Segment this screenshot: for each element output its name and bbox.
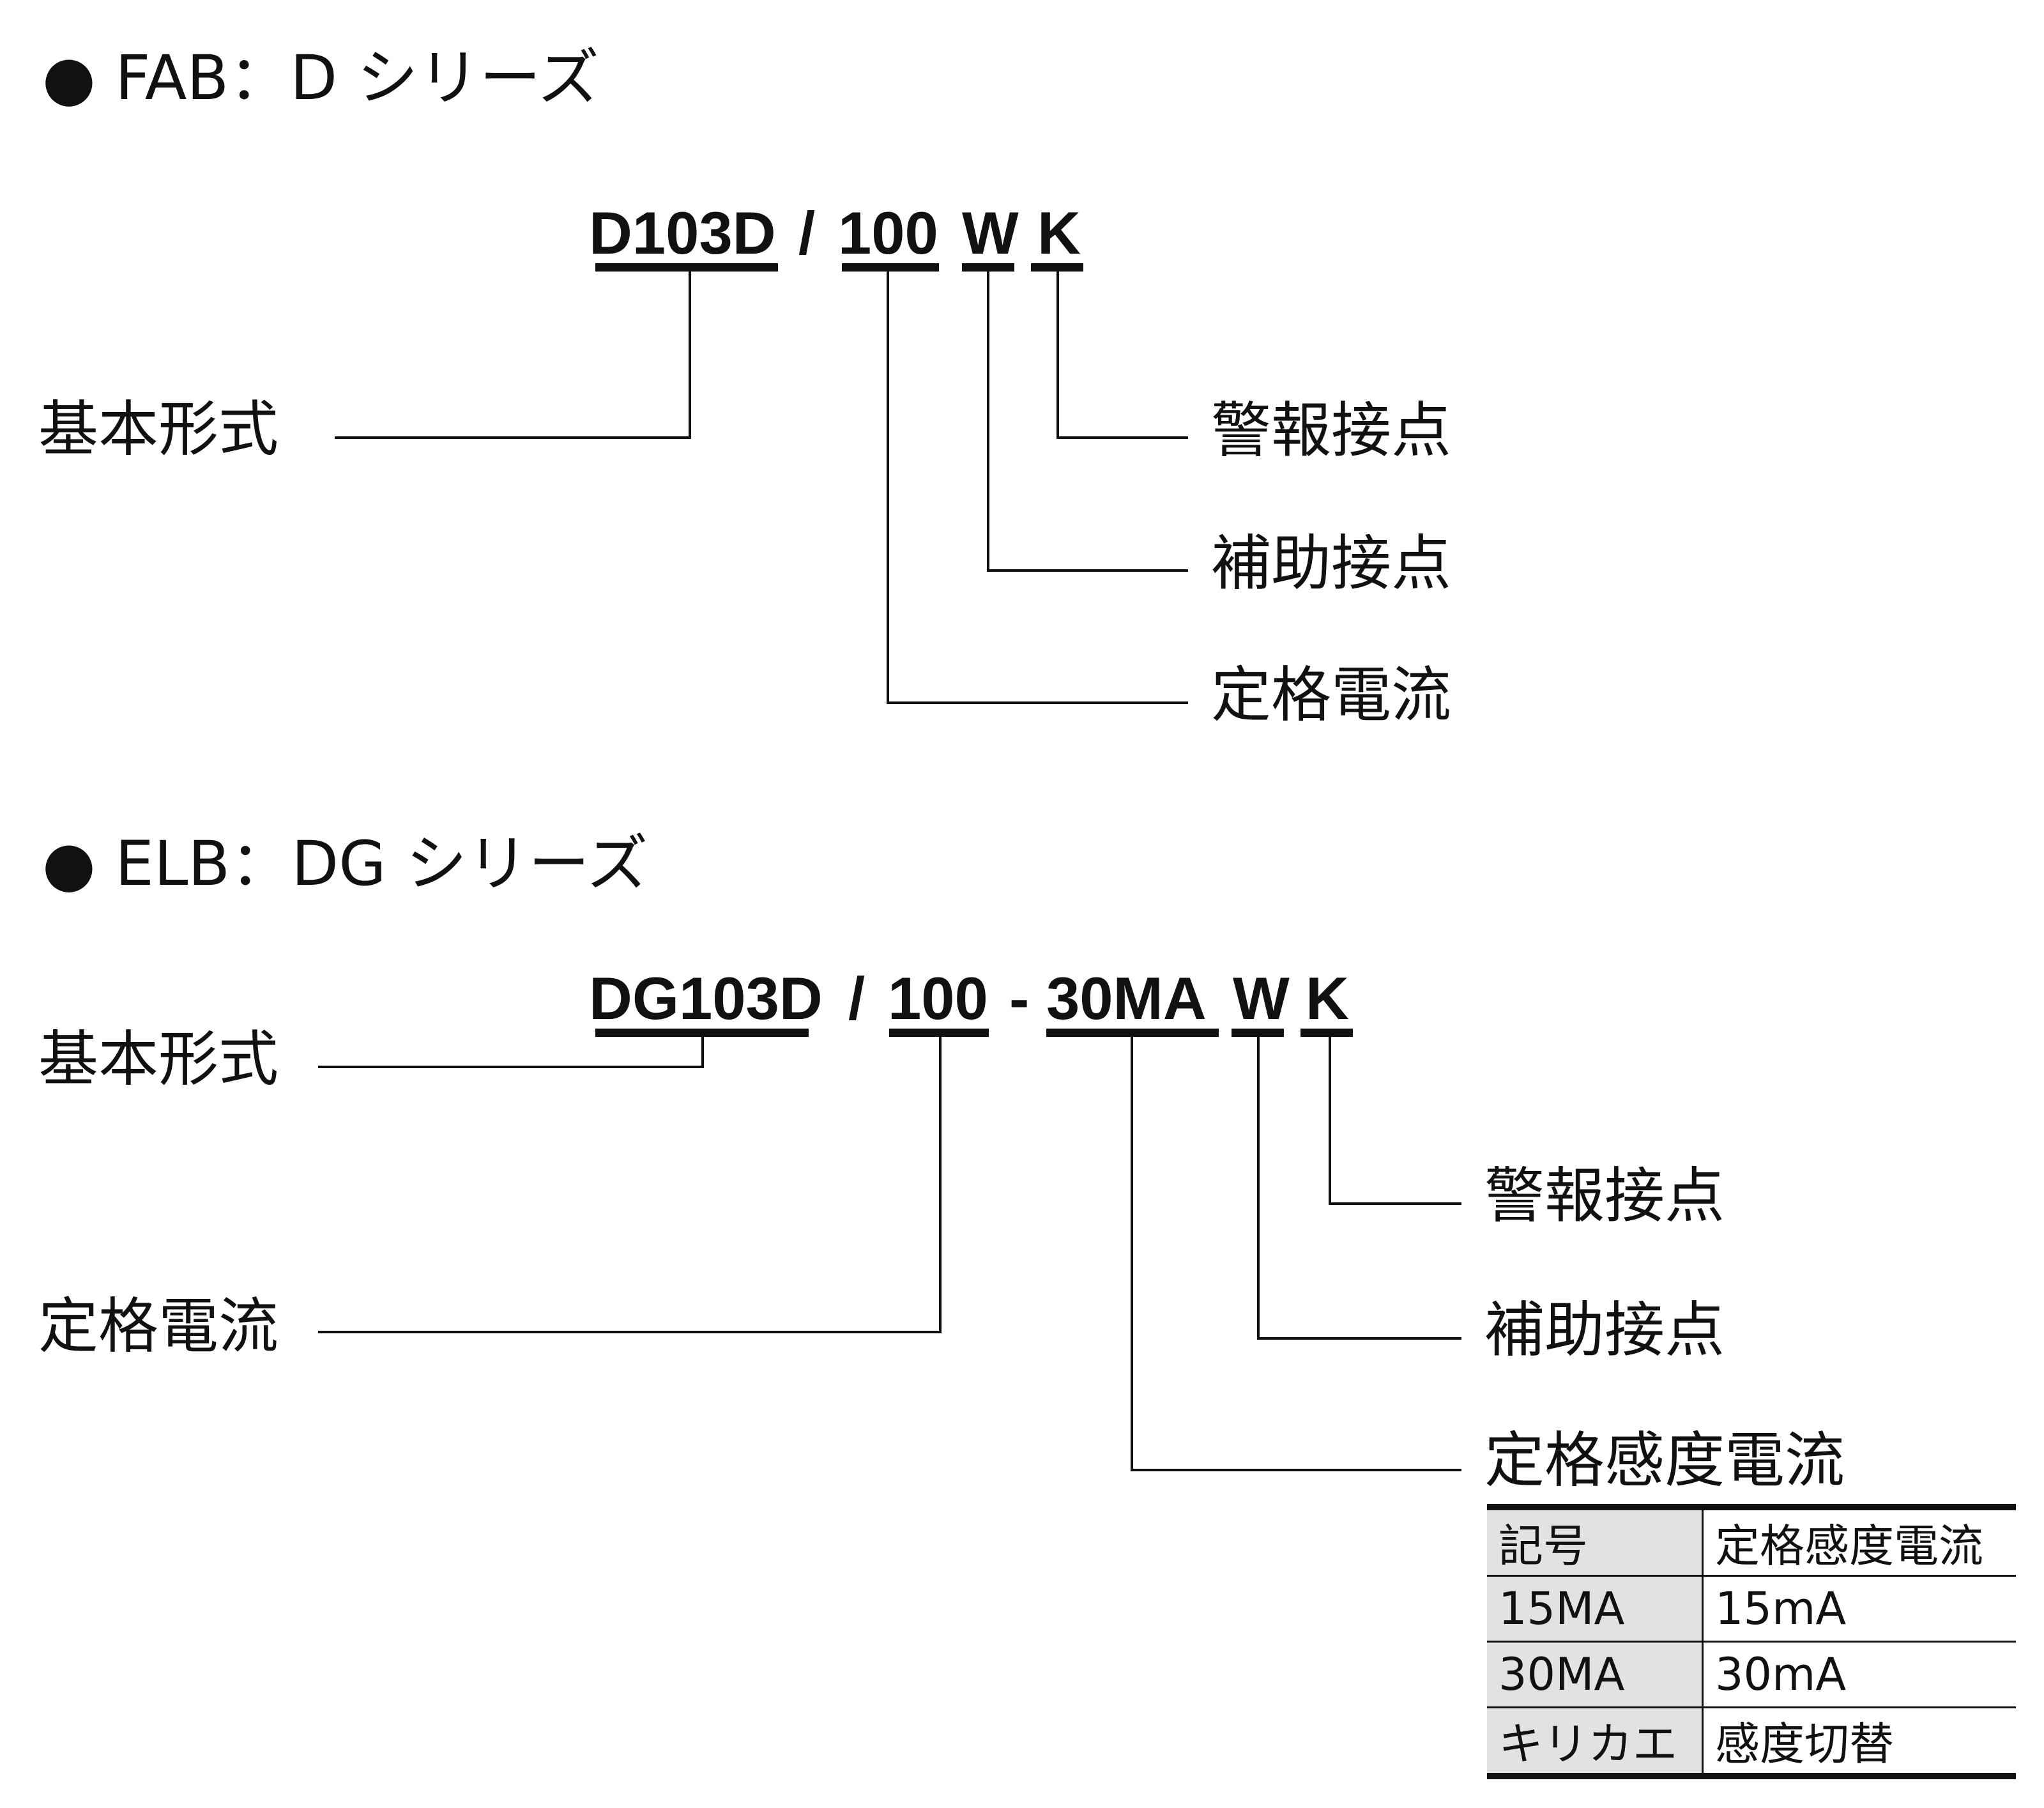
leader-aux-v (1257, 1037, 1260, 1340)
leader-base-h (318, 1066, 704, 1068)
code-separator: / (798, 199, 816, 266)
underline-base (595, 1029, 809, 1037)
leader-base-v (689, 272, 691, 439)
underline-aux (1232, 1029, 1284, 1037)
code-aux: W (962, 199, 1019, 266)
leader-current-h (887, 701, 1188, 704)
label-base-type: 基本形式 (38, 1025, 279, 1094)
table-cell-symbol: 15MA (1487, 1575, 1704, 1642)
underline-alarm (1031, 263, 1083, 272)
label-base-type: 基本形式 (38, 395, 279, 464)
leader-alarm-h (1056, 436, 1188, 439)
code-separator: / (848, 965, 866, 1032)
leader-alarm-v (1056, 272, 1059, 439)
code-sensitivity: 30MA (1046, 965, 1207, 1032)
section-heading: ● FAB：D シリーズ (42, 42, 599, 114)
label-rated-current: 定格電流 (38, 1292, 279, 1361)
underline-current (889, 1029, 989, 1037)
leader-alarm-h (1329, 1202, 1461, 1205)
code-aux: W (1233, 965, 1290, 1032)
table-cell-value: 感度切替 (1702, 1706, 2016, 1776)
code-current: 100 (888, 965, 988, 1032)
label-aux-contact: 補助接点 (1211, 529, 1452, 599)
underline-alarm (1300, 1029, 1353, 1037)
code-base: DG103D (589, 965, 823, 1032)
code-alarm: K (1306, 965, 1349, 1032)
leader-sensitivity-h (1131, 1469, 1461, 1471)
sensitivity-table: 記号 定格感度電流 15MA 15mA 30MA 30mA キリカエ 感度切替 (1487, 1504, 2016, 1779)
leader-aux-h (987, 569, 1188, 572)
label-alarm-contact: 警報接点 (1484, 1161, 1725, 1231)
table-cell-symbol: キリカエ (1487, 1706, 1704, 1776)
leader-base-v (701, 1037, 704, 1068)
code-current: 100 (838, 199, 938, 266)
table-header-symbol: 記号 (1487, 1507, 1704, 1576)
table-row: 30MA 30mA (1487, 1641, 2016, 1708)
label-rated-current: 定格電流 (1211, 661, 1452, 730)
section-heading: ● ELB：DG シリーズ (42, 828, 648, 900)
table-cell-value: 15mA (1702, 1575, 2016, 1642)
label-rated-sensitivity-current: 定格感度電流 (1484, 1426, 1845, 1496)
table-header-sensitivity: 定格感度電流 (1702, 1507, 2016, 1576)
underline-aux (962, 263, 1014, 272)
code-alarm: K (1037, 199, 1081, 266)
label-alarm-contact: 警報接点 (1211, 396, 1452, 466)
code-dash: - (1009, 965, 1030, 1032)
leader-current-h (318, 1331, 942, 1333)
leader-aux-v (987, 272, 989, 572)
label-aux-contact: 補助接点 (1484, 1296, 1725, 1365)
leader-sensitivity-v (1131, 1037, 1133, 1471)
leader-alarm-v (1329, 1037, 1331, 1205)
code-base: D103D (589, 199, 776, 266)
table-row: 15MA 15mA (1487, 1575, 2016, 1642)
leader-aux-h (1257, 1337, 1461, 1340)
leader-base-h (335, 436, 691, 439)
underline-current (842, 263, 939, 272)
table-header-row: 記号 定格感度電流 (1487, 1507, 2016, 1576)
underline-base (595, 263, 778, 272)
leader-current-v (939, 1037, 942, 1333)
leader-current-v (887, 272, 889, 704)
table-cell-symbol: 30MA (1487, 1641, 1704, 1708)
table-cell-value: 30mA (1702, 1641, 2016, 1708)
table-row: キリカエ 感度切替 (1487, 1706, 2016, 1776)
underline-sensitivity (1046, 1029, 1219, 1037)
